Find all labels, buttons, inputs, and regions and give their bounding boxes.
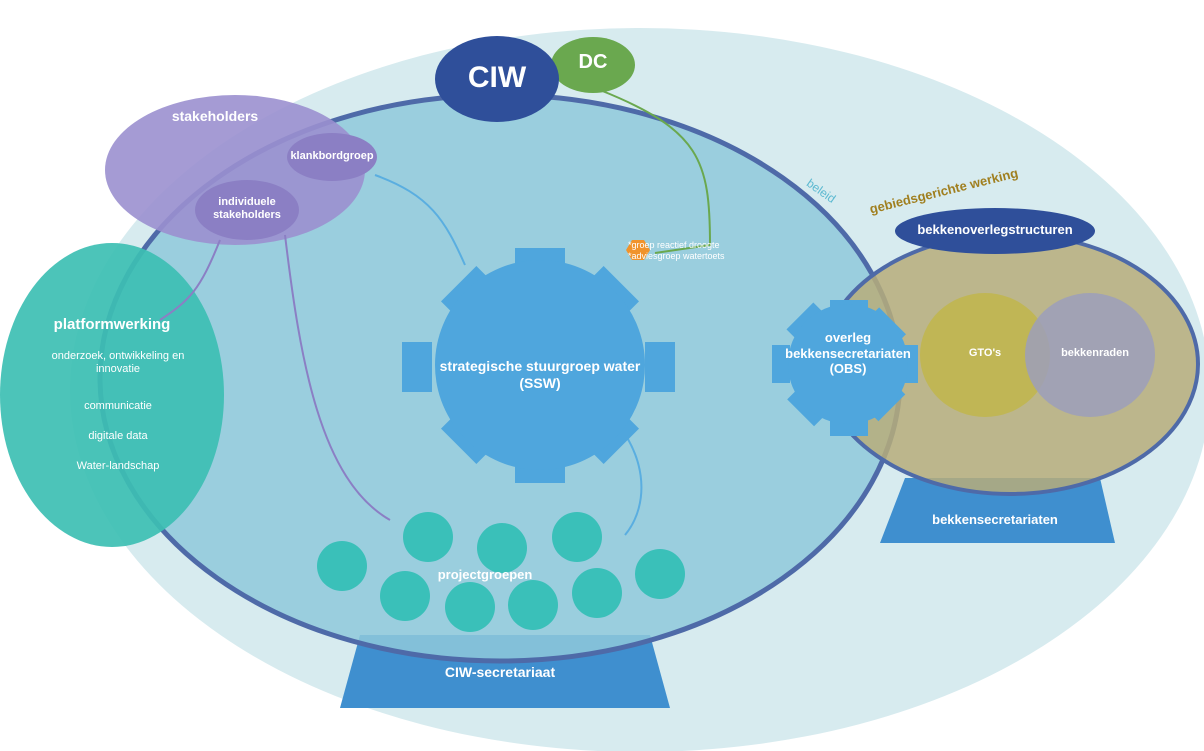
- individuele-stakeholders-circle: [195, 180, 299, 240]
- bekkensecretariaten-label: bekkensecretariaten: [932, 512, 1058, 527]
- projectgroepen-cluster: [317, 512, 685, 632]
- stakeholders-label: stakeholders: [171, 108, 259, 124]
- bekkenoverleg-label: bekkenoverlegstructuren: [917, 222, 1073, 237]
- obs-line-2: bekkensecretariaten: [785, 345, 911, 361]
- platform-item-communicatie: communicatie: [84, 400, 152, 412]
- platformwerking-label: platformwerking: [53, 316, 171, 333]
- connector-individuele-projectgroepen: [284, 234, 391, 521]
- individuele-stakeholders-label: individuele stakeholders: [195, 196, 299, 222]
- dc-label: DC: [578, 51, 608, 73]
- obs-line-1: overleg: [824, 330, 872, 345]
- obs-gear: [772, 300, 918, 436]
- gtos-label: GTO's: [968, 347, 1002, 359]
- stakeholders-sub-label: stakeholders: [213, 209, 281, 222]
- gtos-circle: [920, 293, 1050, 417]
- ssw-name: strategische stuurgroep water: [439, 358, 641, 374]
- platform-item-digitale-data: digitale data: [88, 430, 148, 442]
- platform-item-water-landschap: Water-landschap: [76, 460, 160, 472]
- stakeholders-circle: [105, 95, 365, 245]
- connector-dc-droogte: [599, 89, 712, 254]
- droogte-item-1: *groep reactief droogte: [628, 240, 720, 250]
- ciw-circle: [435, 36, 559, 122]
- bekkenraden-circle: [1025, 293, 1155, 417]
- platform-item-onderzoek: onderzoek, ontwikkeling en innovatie: [51, 350, 185, 376]
- individuele-label: individuele: [218, 196, 276, 208]
- droogte-hexagon: [626, 240, 650, 260]
- bekkenoverleg-pill: [895, 208, 1095, 254]
- bekkenraden-label: bekkenraden: [1061, 347, 1129, 359]
- dc-circle: [551, 37, 635, 93]
- obs-label: overleg bekkensecretariaten (OBS): [763, 330, 933, 377]
- obs-line-3: (OBS): [829, 361, 867, 377]
- bekkensecretariaten-pedestal: [880, 478, 1115, 543]
- droogte-label: *groep reactief droogte *adviesgroep wat…: [628, 240, 788, 262]
- ssw-label: strategische stuurgroep water (SSW): [370, 358, 710, 392]
- droogte-item-2: *adviesgroep watertoets: [628, 250, 725, 261]
- ssw-gear: [402, 248, 675, 483]
- ciw-secretariaat-label: CIW-secretariaat: [444, 664, 556, 680]
- connector-individuele-platform: [159, 239, 221, 321]
- klankbordgroep-circle: [287, 133, 377, 181]
- platformwerking-circle: [0, 243, 224, 547]
- connector-klankbord-ssw: [374, 174, 466, 266]
- projectgroepen-label: projectgroepen: [437, 567, 533, 582]
- ssw-abbrev: (SSW): [519, 374, 561, 391]
- klankbordgroep-label: klankbordgroep: [290, 150, 374, 162]
- ciw-label: CIW: [467, 61, 527, 94]
